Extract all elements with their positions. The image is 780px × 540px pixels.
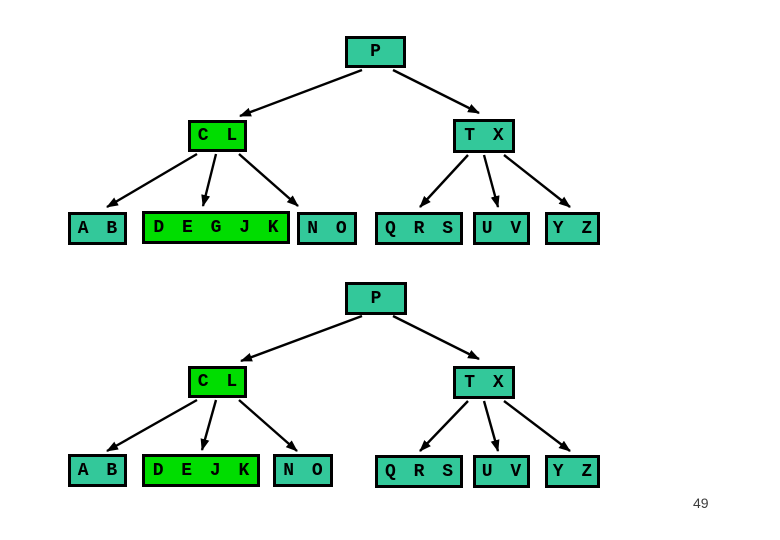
tree-node-cl: C L — [188, 366, 247, 398]
tree-node-cl: C L — [188, 120, 247, 152]
page-number: 49 — [693, 495, 709, 511]
tree-edge — [106, 152, 198, 209]
tree-node-tx: T X — [453, 366, 515, 399]
tree-node-ab: A B — [68, 212, 127, 245]
tree-node-no: N O — [297, 212, 357, 245]
tree-edge — [419, 400, 469, 452]
tree-node-qrs: Q R S — [375, 455, 463, 488]
tree-node-ab: A B — [68, 454, 127, 487]
tree-edge — [392, 314, 480, 361]
tree-edge — [106, 398, 198, 453]
tree-edge — [503, 400, 571, 452]
tree-node-tx: T X — [453, 119, 515, 153]
tree-node-uv: U V — [473, 212, 530, 245]
tree-node-yz: Y Z — [545, 212, 600, 245]
tree-node-no: N O — [273, 454, 333, 487]
tree-node-uv: U V — [473, 455, 530, 488]
tree-edge — [239, 68, 363, 118]
tree-node-p: P — [345, 282, 407, 315]
tree-node-qrs: Q R S — [375, 212, 463, 245]
tree-edge — [482, 154, 500, 208]
tree-edge — [419, 154, 469, 208]
tree-node-dejk: D E J K — [142, 454, 260, 487]
tree-node-degjk: D E G J K — [142, 211, 290, 244]
tree-edge — [392, 68, 480, 115]
tree-edge — [201, 153, 218, 207]
tree-edge — [482, 400, 500, 452]
tree-edge — [238, 399, 298, 452]
tree-node-p: P — [345, 36, 406, 68]
tree-edge — [240, 314, 363, 363]
tree-edge — [200, 399, 218, 451]
tree-edge — [503, 154, 571, 208]
tree-edge — [238, 153, 299, 207]
tree-node-yz: Y Z — [545, 455, 600, 488]
